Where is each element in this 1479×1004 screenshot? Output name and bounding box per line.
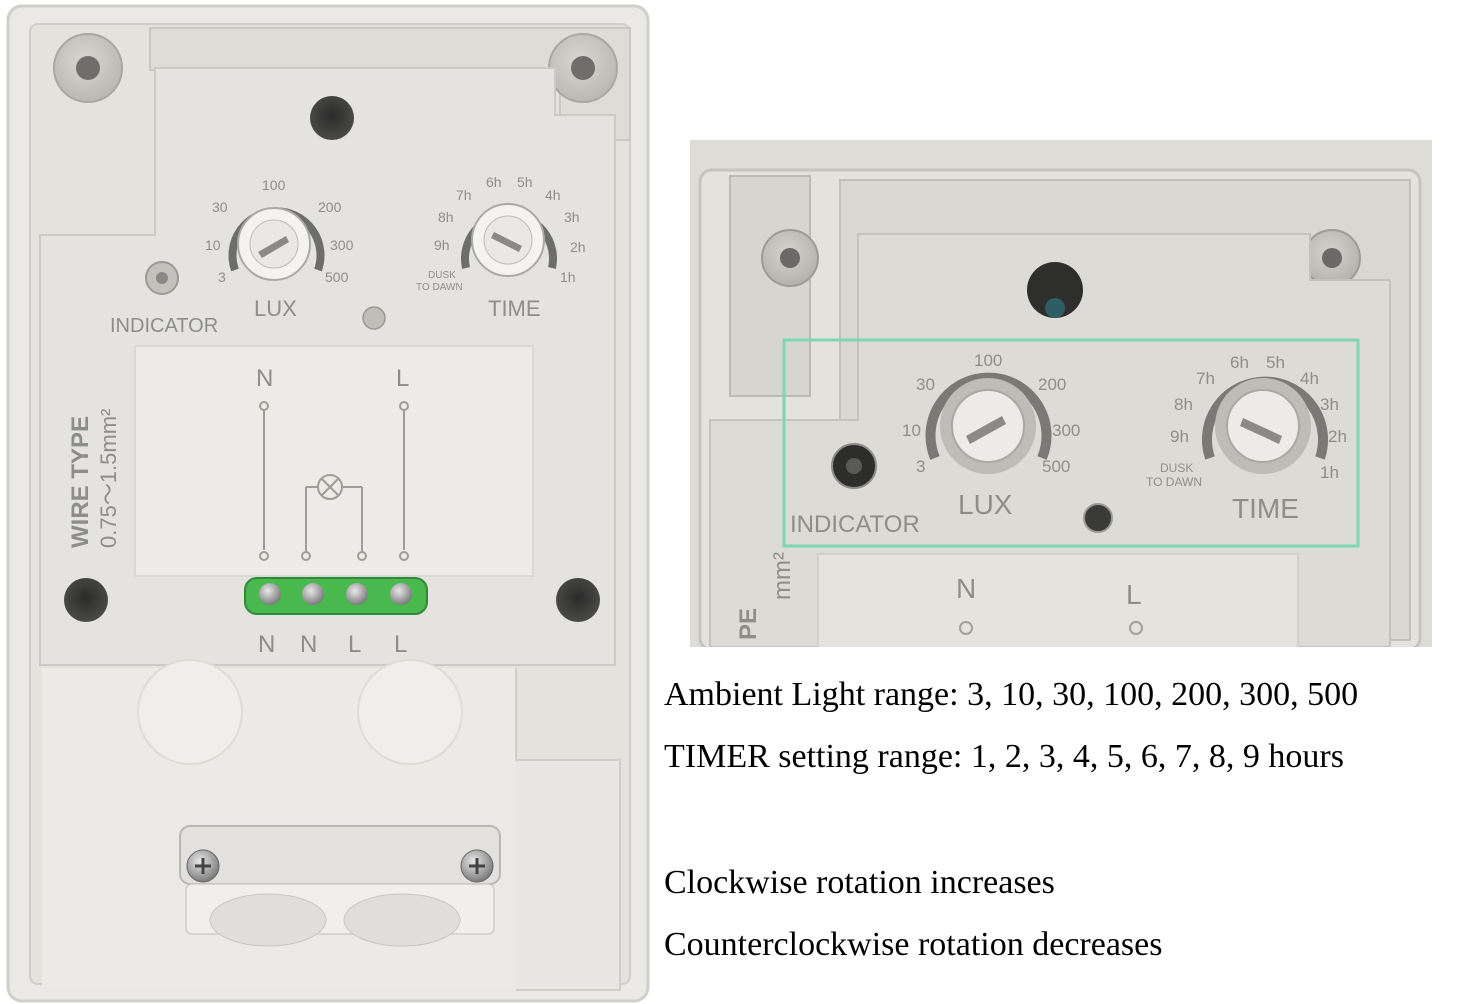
knockout-right <box>357 659 463 765</box>
closeup-time-9h: 9h <box>1170 427 1189 446</box>
indicator-label: INDICATOR <box>110 315 218 337</box>
closeup-time-3h: 3h <box>1320 395 1339 414</box>
closeup-lux-30: 30 <box>916 375 935 394</box>
clockwise-caption: Clockwise rotation increases <box>664 864 1055 901</box>
time-dial-pointer-icon <box>491 232 522 252</box>
closeup-indicator-label: INDICATOR <box>790 511 920 538</box>
sensor-housing-photo: 3 10 30 100 200 300 500 LUX 1h 2h 3h 4h … <box>6 4 650 1003</box>
time-scale-8h: 8h <box>438 209 454 225</box>
closeup-lux-100: 100 <box>974 351 1002 370</box>
closeup-neutral-label: N <box>956 573 976 604</box>
knockout-left <box>137 659 243 765</box>
closeup-live-label: L <box>1126 579 1142 610</box>
closeup-time-scale-labels: 1h 2h 3h 4h 5h 6h 7h 8h 9h <box>1170 353 1347 482</box>
lux-scale-300: 300 <box>330 237 354 253</box>
time-dial[interactable] <box>461 203 557 277</box>
wiring-neutral-label: N <box>256 365 273 392</box>
closeup-wiring-plate <box>817 553 1299 647</box>
time-scale-labels: 1h 2h 3h 4h 5h 6h 7h 8h 9h <box>434 174 586 285</box>
closeup-lux-300: 300 <box>1052 421 1080 440</box>
closeup-time-8h: 8h <box>1174 395 1193 414</box>
time-scale-1h: 1h <box>560 269 576 285</box>
dial-highlight-box <box>782 338 1360 548</box>
lux-scale-200: 200 <box>318 199 342 215</box>
timer-range-caption: TIMER setting range: 1, 2, 3, 4, 5, 6, 7… <box>664 738 1344 775</box>
closeup-lux-label: LUX <box>958 489 1013 520</box>
lux-scale-labels: 3 10 30 100 200 300 500 <box>205 177 354 285</box>
closeup-dusk-label-line2: TO DAWN <box>1146 475 1202 489</box>
closeup-wire-size-partial: mm² <box>769 552 796 600</box>
time-label: TIME <box>488 296 541 321</box>
closeup-lux-scale-labels: 3 10 30 100 200 300 500 <box>902 351 1080 476</box>
ambient-light-range-caption: Ambient Light range: 3, 10, 30, 100, 200… <box>664 676 1359 713</box>
terminal-labels: N N L L <box>258 631 407 658</box>
mount-hole-bottom-left <box>64 578 108 622</box>
wiring-label-plate <box>134 345 534 577</box>
closeup-lux-dial[interactable] <box>925 372 1052 474</box>
cable-clamp <box>179 825 501 947</box>
dial-closeup-photo: 3 10 30 100 200 300 500 LUX 1h 2h 3h 4h … <box>690 140 1432 647</box>
dusk-to-dawn-label: DUSK <box>428 270 456 281</box>
lux-scale-30: 30 <box>212 199 228 215</box>
closeup-dusk-label: DUSK <box>1160 461 1193 475</box>
lux-scale-10: 10 <box>205 237 221 253</box>
closeup-time-label: TIME <box>1232 493 1299 524</box>
mount-hole-bottom-right <box>556 578 600 622</box>
wire-type-label: WIRE TYPE <box>67 416 94 548</box>
lux-label: LUX <box>254 296 297 321</box>
time-scale-6h: 6h <box>486 174 502 190</box>
closeup-time-1h: 1h <box>1320 463 1339 482</box>
counterclockwise-caption: Counterclockwise rotation decreases <box>664 926 1163 963</box>
terminal-label-1: N <box>258 631 275 658</box>
terminal-block <box>244 577 428 615</box>
terminal-label-2: N <box>300 631 317 658</box>
lux-scale-500: 500 <box>325 269 349 285</box>
wire-size-label: 0.75～1.5mm² <box>96 409 121 548</box>
closeup-time-4h: 4h <box>1300 369 1319 388</box>
time-scale-2h: 2h <box>570 239 586 255</box>
lux-scale-100: 100 <box>262 177 286 193</box>
terminal-label-3: L <box>348 631 361 658</box>
closeup-lux-200: 200 <box>1038 375 1066 394</box>
corner-post-top-right <box>548 33 618 103</box>
lux-dial-pointer-icon <box>258 236 289 258</box>
closeup-wire-type-partial: PE <box>735 608 762 640</box>
closeup-time-5h: 5h <box>1266 353 1285 372</box>
closeup-lux-3: 3 <box>916 457 925 476</box>
time-scale-9h: 9h <box>434 237 450 253</box>
closeup-mount-hole <box>1027 262 1083 318</box>
time-scale-5h: 5h <box>517 174 533 190</box>
time-scale-7h: 7h <box>456 187 472 203</box>
lux-scale-3: 3 <box>218 269 226 285</box>
closeup-time-6h: 6h <box>1230 353 1249 372</box>
closeup-time-dial[interactable] <box>1202 376 1328 474</box>
dusk-to-dawn-label-line2: TO DAWN <box>416 282 463 293</box>
wiring-live-label: L <box>396 365 409 392</box>
closeup-lux-10: 10 <box>902 421 921 440</box>
mount-hole <box>310 96 354 140</box>
closeup-time-7h: 7h <box>1196 369 1215 388</box>
closeup-lux-pointer-icon <box>966 416 1006 444</box>
closeup-post-left <box>761 229 819 287</box>
closeup-post-right <box>1303 229 1361 287</box>
corner-post-top-left <box>53 33 123 103</box>
closeup-lux-500: 500 <box>1042 457 1070 476</box>
terminal-label-4: L <box>394 631 407 658</box>
closeup-time-pointer-icon <box>1240 418 1282 444</box>
time-scale-4h: 4h <box>545 187 561 203</box>
light-sensor <box>362 306 386 330</box>
wiring-diagram <box>259 401 409 561</box>
closeup-time-2h: 2h <box>1328 427 1347 446</box>
lux-dial[interactable] <box>228 207 325 281</box>
time-scale-3h: 3h <box>564 209 580 225</box>
closeup-light-sensor <box>1083 503 1113 533</box>
